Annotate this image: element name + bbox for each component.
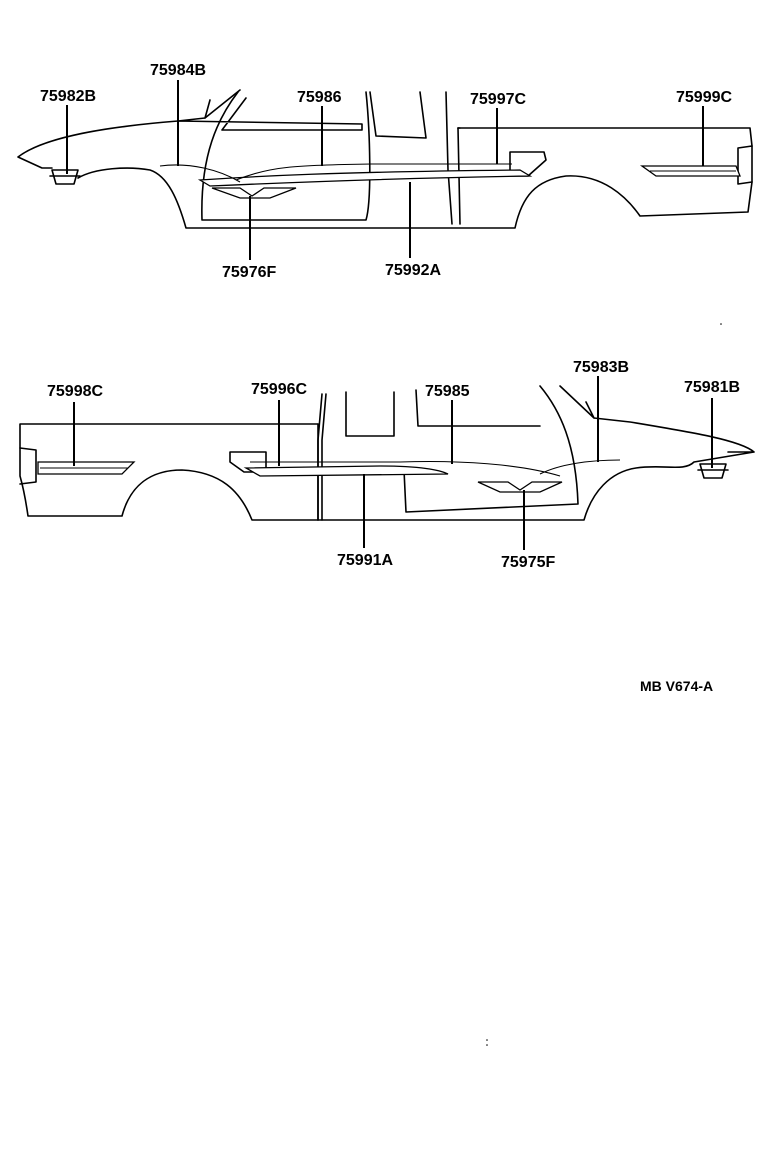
upper-cab-pillar (445, 91, 461, 225)
diagram-reference: MB V674-A (640, 678, 713, 694)
upper-side-emblem (211, 187, 297, 199)
label-75986: 75986 (297, 89, 342, 106)
upper-door-outline (201, 91, 371, 221)
label-75991A: 75991A (337, 552, 393, 569)
scan-dot (720, 323, 722, 325)
label-75984B: 75984B (150, 62, 206, 79)
label-75998C: 75998C (47, 383, 103, 400)
label-75992A: 75992A (385, 262, 441, 279)
scan-dot (486, 1044, 488, 1046)
lower-taillight (19, 447, 37, 485)
scan-dot (486, 1039, 488, 1041)
lower-front-marker (697, 463, 729, 479)
label-75997C: 75997C (470, 91, 526, 108)
upper-taillight (737, 145, 753, 185)
label-75996C: 75996C (251, 381, 307, 398)
label-75999C: 75999C (676, 89, 732, 106)
label-75983B: 75983B (573, 359, 629, 376)
label-75985: 75985 (425, 383, 470, 400)
lower-pillar (317, 393, 327, 521)
label-75975F: 75975F (501, 554, 555, 571)
lower-truck-right-side (19, 385, 755, 521)
lower-side-emblem (477, 481, 563, 493)
upper-truck-left-side (17, 89, 753, 229)
label-75976F: 75976F (222, 264, 276, 281)
lower-main-stripe (243, 465, 449, 477)
lower-body-outline (19, 385, 755, 521)
lower-stripe-line (250, 459, 621, 477)
upper-leaders (66, 80, 704, 260)
upper-front-marker (49, 169, 81, 185)
label-75981B: 75981B (684, 379, 740, 396)
upper-main-stripe (197, 169, 533, 187)
upper-body-outline (17, 89, 753, 229)
label-75982B: 75982B (40, 88, 96, 105)
upper-stripe-line (159, 163, 512, 183)
lower-leaders (73, 376, 713, 550)
